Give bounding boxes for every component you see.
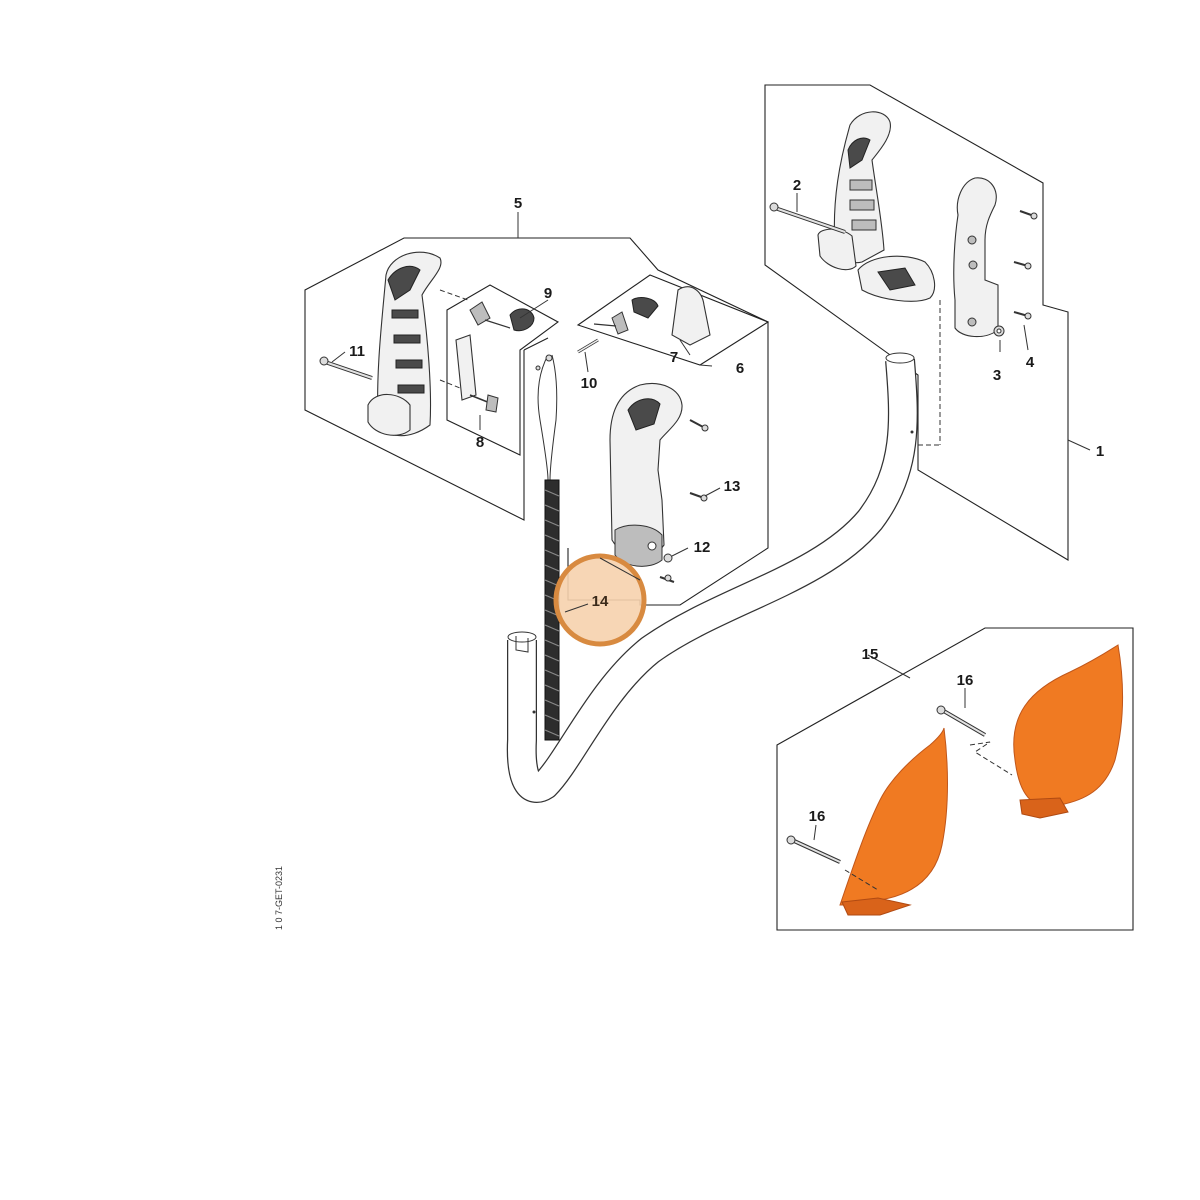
guard-shell-left (839, 727, 948, 916)
label-part-16-lower[interactable]: 16 (809, 808, 826, 825)
handle-half-left (367, 251, 442, 437)
pin-part-10 (577, 338, 599, 354)
label-part-13[interactable]: 13 (724, 478, 741, 495)
drawing-code: 1 0 7-GET-0231 (274, 866, 284, 930)
screw-part-11 (319, 356, 373, 380)
label-part-14: 14 (592, 593, 609, 610)
label-part-12[interactable]: 12 (694, 539, 711, 556)
label-part-2[interactable]: 2 (793, 177, 801, 194)
sub-box-6 (576, 274, 770, 366)
highlight-part-14[interactable]: 14 (553, 553, 647, 647)
screw-part-2 (769, 202, 846, 234)
label-part-6[interactable]: 6 (736, 360, 744, 377)
throttle-housing (609, 383, 683, 567)
sub-box-9 (446, 284, 560, 456)
nut-part-12 (659, 553, 675, 583)
guard-shell-right (1013, 644, 1124, 819)
label-part-11[interactable]: 11 (349, 343, 365, 360)
part-labels: 1 2 3 4 5 6 7 8 9 10 11 12 13 15 16 16 (349, 177, 1104, 825)
cap-plate (857, 255, 936, 302)
dash-line-6 (844, 869, 879, 891)
assembly-box-15 (776, 627, 1134, 931)
label-part-9[interactable]: 9 (544, 285, 552, 302)
dash-line-4 (439, 379, 461, 389)
throttle-cable-part-14 (535, 354, 560, 741)
leader-lines (331, 193, 1091, 841)
handle-part-2 (817, 111, 891, 271)
label-part-8[interactable]: 8 (476, 434, 484, 451)
lever-part-8 (455, 334, 499, 413)
bolt-part-16-lower (786, 835, 841, 864)
bolt-part-16-upper (936, 705, 987, 737)
dash-line-3 (439, 289, 469, 301)
label-part-5[interactable]: 5 (514, 195, 522, 212)
label-part-7[interactable]: 7 (670, 349, 678, 366)
label-part-3[interactable]: 3 (993, 367, 1001, 384)
label-part-4[interactable]: 4 (1026, 354, 1035, 371)
trigger-parts-9 (469, 301, 535, 332)
screws-part-4 (1013, 210, 1038, 320)
label-part-15[interactable]: 15 (862, 646, 879, 663)
throttle-part-7 (593, 286, 711, 346)
svg-text:1 0 7-GET-0231: 1 0 7-GET-0231 (274, 866, 284, 930)
label-part-10[interactable]: 10 (581, 375, 598, 392)
assembly-box-1 (764, 84, 1069, 561)
label-part-1[interactable]: 1 (1096, 443, 1104, 460)
label-part-16-upper[interactable]: 16 (957, 672, 974, 689)
handle-grip-4 (953, 177, 999, 338)
nut-part-3 (993, 325, 1005, 337)
handlebar-tube (506, 352, 918, 803)
dash-line-5 (969, 741, 1013, 776)
screws-part-13 (689, 419, 709, 502)
